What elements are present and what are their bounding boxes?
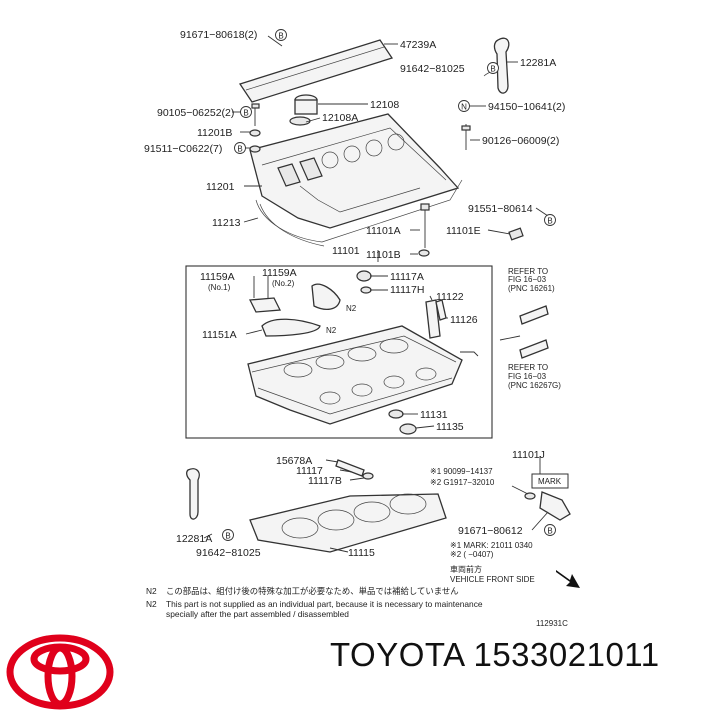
- label-94150: 94150−10641(2): [488, 101, 565, 113]
- label-11201B: 11201B: [197, 127, 232, 139]
- label-91671-80618: 91671−80618(2): [180, 29, 257, 41]
- badge-b-icon: B: [240, 106, 252, 118]
- label-n2-b: N2: [326, 326, 337, 335]
- label-refer2-a: REFER TO: [508, 363, 548, 372]
- part-labels: 91671−80618(2) 47239A 12281A 91642−81025…: [144, 29, 568, 628]
- badge-b-icon: B: [544, 524, 556, 536]
- label-11151A: 11151A: [202, 329, 237, 341]
- label-no2: (No.2): [272, 279, 295, 288]
- label-front-en: VEHICLE FRONT SIDE: [450, 575, 535, 584]
- label-11213: 11213: [212, 217, 241, 229]
- label-refer2-b: FIG 16−03: [508, 372, 547, 381]
- label-11117A: 11117A: [390, 271, 424, 283]
- svg-text:B: B: [243, 109, 248, 118]
- front-arrow-icon: [556, 570, 580, 588]
- head-bolt-11101A: [418, 203, 430, 257]
- label-12108: 12108: [370, 99, 399, 111]
- label-11101: 11101: [332, 245, 360, 257]
- label-47239A: 47239A: [400, 39, 436, 51]
- label-11117: 11117: [296, 465, 323, 477]
- reference-tubes: [519, 305, 549, 359]
- label-11131: 11131: [420, 409, 448, 421]
- cylinder-head-frame: [185, 265, 493, 439]
- label-front-jp: 車両前方: [450, 564, 482, 574]
- label-refer1-b: FIG 16−03: [508, 275, 547, 284]
- label-refer1-c: (PNC 16261): [508, 284, 555, 293]
- head-cover-gasket: [255, 179, 463, 247]
- label-90099: ※1 90099−14137: [430, 467, 493, 476]
- cylinder-head-cover: [249, 113, 460, 229]
- n2-notes: N2 この部品は、組付け後の特殊な加工が必要なため、単品では補給していません N…: [146, 586, 483, 619]
- label-figure-number: 112931C: [536, 619, 568, 628]
- label-91671-80612: 91671−80612: [458, 525, 523, 537]
- label-mark-note2: ※2 ( −0407): [450, 550, 494, 559]
- bolt-90105: [249, 103, 261, 153]
- label-2g1917: ※2 G1917−32010: [430, 478, 495, 487]
- leader-lines: [203, 35, 549, 553]
- label-11117B: 11117B: [308, 475, 342, 487]
- label-12281A-bottom: 12281A: [176, 533, 212, 545]
- svg-text:B: B: [237, 145, 242, 154]
- svg-text:N: N: [461, 103, 467, 112]
- bearing-caps: [248, 276, 341, 337]
- label-11159A-1: 11159A: [200, 271, 235, 283]
- label-15678A: 15678A: [276, 455, 312, 467]
- badge-b-icon: B: [487, 62, 499, 74]
- oil-filler-cap: [289, 94, 318, 126]
- label-12108A: 12108A: [322, 112, 358, 124]
- label-refer2-c: (PNC 16267G): [508, 381, 561, 390]
- svg-text:N2: N2: [146, 599, 157, 609]
- label-11101E: 11101E: [446, 225, 481, 237]
- label-mark: MARK: [538, 477, 562, 486]
- label-11135: 11135: [436, 421, 464, 433]
- label-90126: 90126−06009(2): [482, 135, 559, 147]
- label-91642-bottom: 91642−81025: [196, 547, 261, 559]
- label-11159A-2: 11159A: [262, 267, 297, 279]
- brand-part-number: TOYOTA 1533021011: [330, 636, 660, 673]
- badge-b-icon: B: [544, 214, 556, 226]
- label-11115: 11115: [348, 547, 375, 559]
- svg-text:specially after the part assem: specially after the part assembled / dis…: [166, 609, 349, 619]
- badge-b-icon: B: [222, 529, 234, 541]
- label-12281A-top: 12281A: [520, 57, 556, 69]
- label-no1: (No.1): [208, 283, 231, 292]
- svg-text:N2: N2: [146, 586, 157, 596]
- label-refer1-a: REFER TO: [508, 267, 548, 276]
- plug-11101E: [508, 227, 524, 241]
- label-91511: 91511−C0622(7): [144, 143, 222, 155]
- badge-n-icon: N: [458, 100, 470, 112]
- label-11126: 11126: [450, 314, 478, 326]
- label-11201: 11201: [206, 181, 235, 193]
- label-91642-top: 91642−81025: [400, 63, 465, 75]
- sensor-assembly: [524, 473, 571, 521]
- label-91551: 91551−80614: [468, 203, 533, 215]
- svg-text:B: B: [225, 532, 230, 541]
- label-11101A: 11101A: [366, 225, 401, 237]
- label-mark-note1: ※1 MARK: 21011 0340: [450, 541, 533, 550]
- svg-text:B: B: [547, 217, 552, 226]
- svg-text:B: B: [547, 527, 552, 536]
- pipe-15678A: [335, 459, 374, 480]
- badge-b-icon: B: [234, 142, 246, 154]
- svg-text:B: B: [490, 65, 495, 74]
- toyota-logo-icon: [6, 634, 114, 710]
- cylinder-head: [247, 325, 479, 425]
- svg-text:This part is not supplied as a: This part is not supplied as an individu…: [166, 599, 483, 609]
- cover-plate: [238, 39, 394, 103]
- label-11101J: 11101J: [512, 449, 545, 461]
- svg-text:この部品は、組付け後の特殊な加工が必要なため、単品では補給し: この部品は、組付け後の特殊な加工が必要なため、単品では補給していません: [166, 586, 459, 596]
- label-11117H: 11117H: [390, 284, 424, 296]
- label-11122: 11122: [436, 291, 464, 303]
- label-n2-a: N2: [346, 304, 357, 313]
- label-90105: 90105−06252(2): [157, 107, 234, 119]
- label-11101B: 11101B: [366, 249, 401, 261]
- pcv-hose-bottom: [186, 468, 200, 520]
- badge-b-icon: B: [275, 29, 287, 41]
- svg-text:B: B: [278, 32, 283, 41]
- head-gasket: [249, 493, 447, 553]
- stud-90126: [461, 124, 471, 150]
